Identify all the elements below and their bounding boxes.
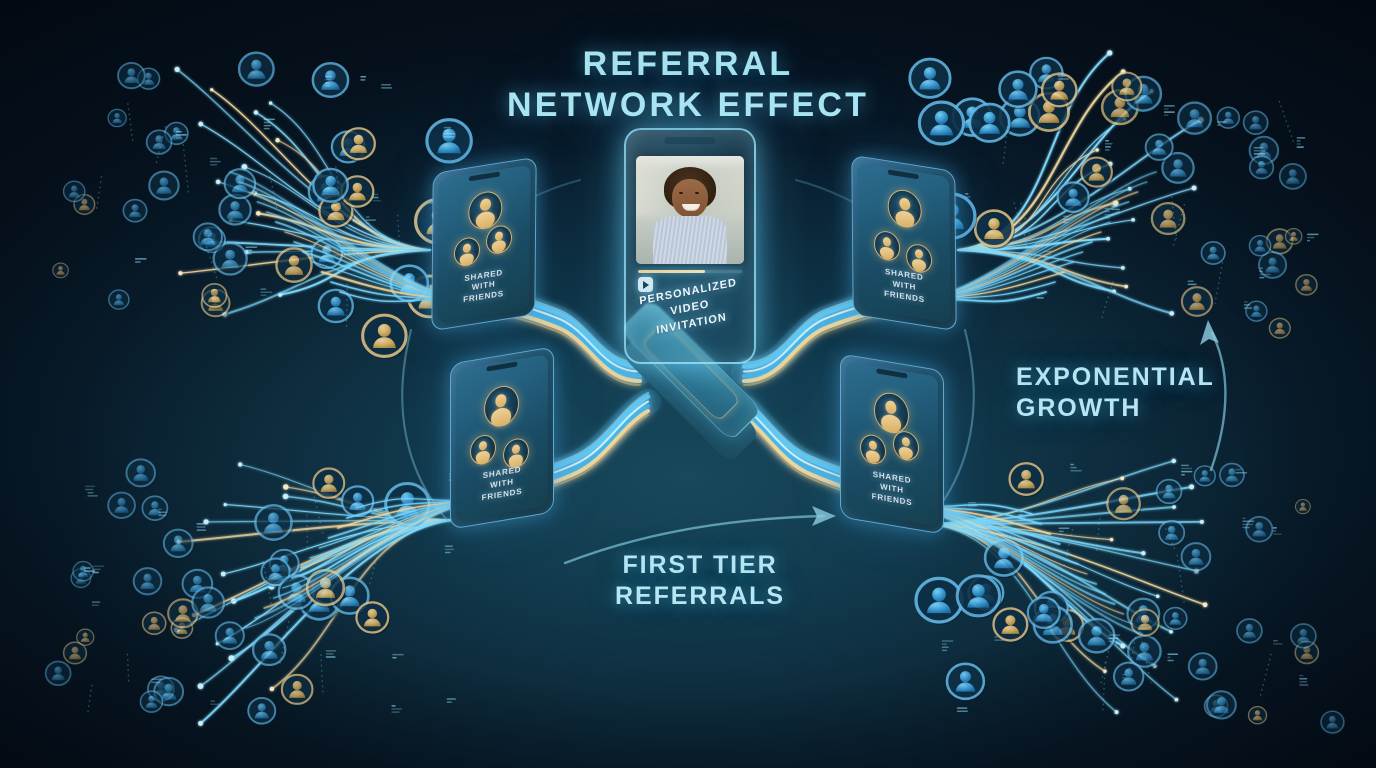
avatar <box>453 236 479 268</box>
hero-phone-notch <box>664 137 715 144</box>
page-title: REFERRAL NETWORK EFFECT <box>0 44 1376 127</box>
label-first-tier-referrals: FIRST TIER REFERRALS <box>560 550 840 613</box>
video-progress-bar[interactable] <box>638 270 742 273</box>
portrait-shirt <box>653 216 726 264</box>
play-icon[interactable] <box>638 277 653 292</box>
referral-phone-bottom-right[interactable]: SHARED WITH FRIENDS <box>840 353 944 534</box>
video-thumbnail[interactable] <box>636 156 744 264</box>
hero-phone-personalized-video[interactable]: PERSONALIZED VIDEO INVITATION <box>624 128 756 364</box>
avatar <box>906 242 932 274</box>
avatar <box>888 188 922 230</box>
avatar <box>893 429 919 462</box>
referral-phone-top-right[interactable]: SHARED WITH FRIENDS <box>851 155 956 332</box>
avatar <box>860 433 886 466</box>
referral-phone-top-left[interactable]: SHARED WITH FRIENDS <box>431 157 536 332</box>
avatar <box>874 229 900 261</box>
phone-notch <box>486 361 517 371</box>
avatar <box>874 390 909 435</box>
phone-notch <box>876 368 907 378</box>
avatar <box>486 224 512 256</box>
phone-notch <box>888 169 919 179</box>
referral-phone-bottom-left[interactable]: SHARED WITH FRIENDS <box>450 346 554 529</box>
phone-caption: SHARED WITH FRIENDS <box>441 264 526 310</box>
phone-caption: SHARED WITH FRIENDS <box>850 466 935 513</box>
phone-caption: SHARED WITH FRIENDS <box>862 264 947 310</box>
video-progress-fill <box>638 270 705 273</box>
label-exponential-growth: EXPONENTIAL GROWTH <box>1016 362 1215 425</box>
phone-caption: SHARED WITH FRIENDS <box>460 461 545 508</box>
avatar <box>484 384 519 430</box>
phone-notch <box>469 171 500 181</box>
avatar <box>468 189 502 231</box>
avatar <box>470 433 496 467</box>
portrait-face <box>672 179 709 218</box>
